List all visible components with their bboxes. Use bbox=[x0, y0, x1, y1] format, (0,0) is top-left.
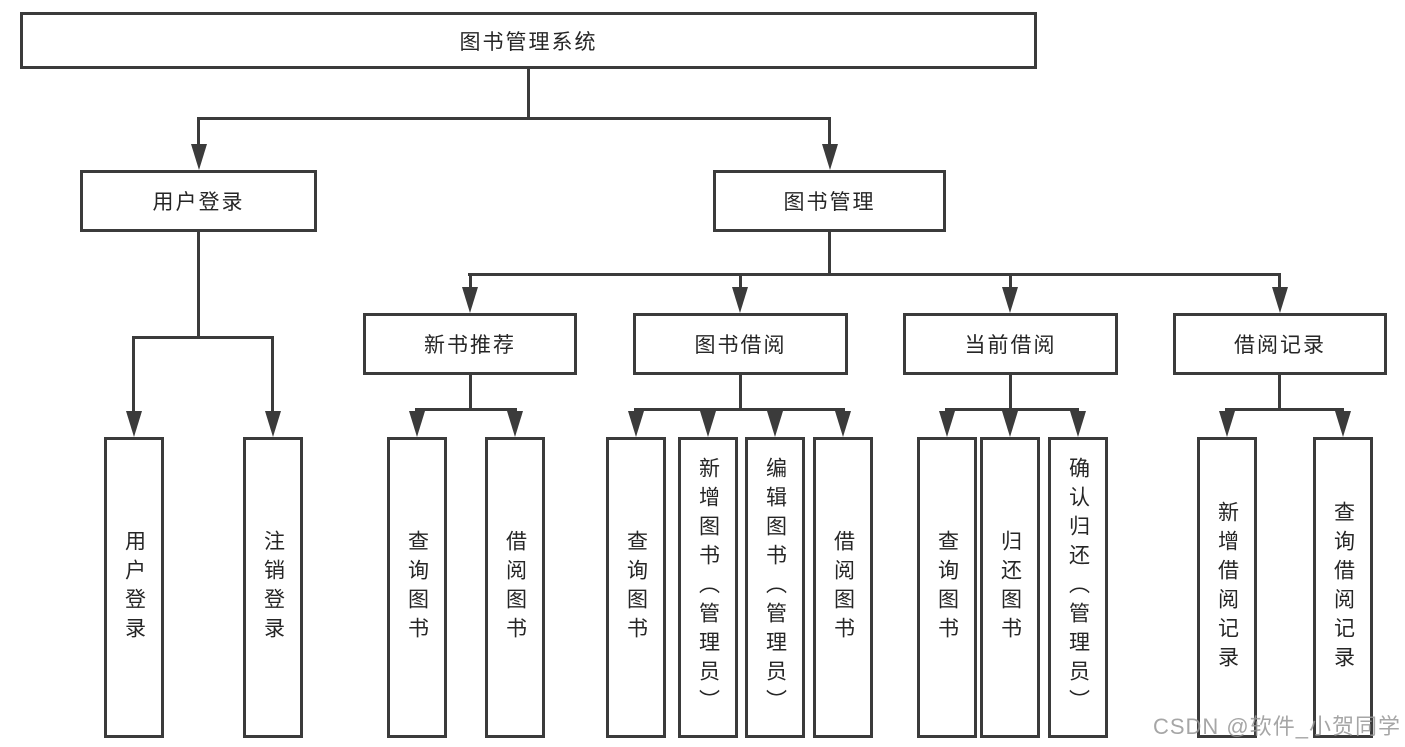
node-current-borrowing: 当前借阅 bbox=[903, 313, 1118, 375]
connector-line bbox=[1009, 375, 1012, 408]
arrow-down-icon bbox=[628, 411, 644, 437]
leaf-confirm-return-admin: 确认归还（管理员） bbox=[1048, 437, 1108, 738]
connector-line bbox=[132, 339, 135, 411]
leaf-label: 查询图书 bbox=[624, 529, 648, 646]
connector-line bbox=[828, 120, 831, 144]
leaf-return-books: 归还图书 bbox=[980, 437, 1040, 738]
leaf-label: 新增借阅记录 bbox=[1215, 500, 1239, 675]
leaf-borrow-books: 借阅图书 bbox=[485, 437, 545, 738]
arrow-down-icon bbox=[126, 411, 142, 437]
arrow-down-icon bbox=[462, 287, 478, 313]
node-label: 当前借阅 bbox=[964, 334, 1057, 357]
connector-line bbox=[1278, 375, 1281, 408]
node-user-login: 用户登录 bbox=[80, 170, 317, 232]
leaf-label: 借阅图书 bbox=[503, 529, 527, 646]
leaf-add-borrow-record: 新增借阅记录 bbox=[1197, 437, 1257, 738]
node-label: 新书推荐 bbox=[424, 334, 516, 357]
arrow-down-icon bbox=[1070, 411, 1086, 437]
leaf-query-books: 查询图书 bbox=[387, 437, 447, 738]
connector-line bbox=[132, 336, 274, 339]
connector-line bbox=[739, 375, 742, 408]
leaf-label: 查询图书 bbox=[935, 529, 959, 646]
leaf-label: 注销登录 bbox=[261, 529, 285, 646]
arrow-down-icon bbox=[767, 411, 783, 437]
arrow-down-icon bbox=[939, 411, 955, 437]
node-book-borrowing: 图书借阅 bbox=[633, 313, 848, 375]
leaf-query-books: 查询图书 bbox=[606, 437, 666, 738]
leaf-borrow-books: 借阅图书 bbox=[813, 437, 873, 738]
node-new-book-recommendation: 新书推荐 bbox=[363, 313, 577, 375]
arrow-down-icon bbox=[1002, 287, 1018, 313]
arrow-down-icon bbox=[265, 411, 281, 437]
connector-line bbox=[527, 69, 530, 119]
connector-line bbox=[828, 232, 831, 273]
leaf-label: 归还图书 bbox=[998, 529, 1022, 646]
node-label: 借阅记录 bbox=[1234, 334, 1326, 357]
leaf-label: 新增图书（管理员） bbox=[696, 457, 720, 718]
leaf-add-book-admin: 新增图书（管理员） bbox=[678, 437, 738, 738]
leaf-label: 用户登录 bbox=[122, 529, 146, 646]
arrow-down-icon bbox=[409, 411, 425, 437]
arrow-down-icon bbox=[1272, 287, 1288, 313]
connector-line bbox=[469, 375, 472, 408]
leaf-label: 查询图书 bbox=[405, 529, 429, 646]
arrow-down-icon bbox=[1335, 411, 1351, 437]
arrow-down-icon bbox=[1002, 411, 1018, 437]
connector-line bbox=[1278, 276, 1281, 287]
arrow-down-icon bbox=[1219, 411, 1235, 437]
arrow-down-icon bbox=[732, 287, 748, 313]
leaf-query-borrow-record: 查询借阅记录 bbox=[1313, 437, 1373, 738]
arrow-down-icon bbox=[700, 411, 716, 437]
connector-line bbox=[468, 273, 1281, 276]
node-label: 图书借阅 bbox=[694, 334, 787, 357]
connector-line bbox=[469, 276, 472, 287]
leaf-edit-book-admin: 编辑图书（管理员） bbox=[745, 437, 805, 738]
connector-line bbox=[197, 120, 200, 144]
node-library-system: 图书管理系统 bbox=[20, 12, 1037, 69]
node-borrowing-records: 借阅记录 bbox=[1173, 313, 1387, 375]
connector-line bbox=[415, 408, 517, 411]
leaf-query-books: 查询图书 bbox=[917, 437, 977, 738]
leaf-label: 确认归还（管理员） bbox=[1066, 457, 1090, 718]
watermark: CSDN @软件_小贺同学 bbox=[1152, 714, 1401, 739]
leaf-label: 编辑图书（管理员） bbox=[763, 457, 787, 718]
connector-line bbox=[197, 232, 200, 336]
node-label: 图书管理 bbox=[783, 191, 876, 214]
connector-line bbox=[945, 408, 1079, 411]
connector-line bbox=[739, 276, 742, 287]
arrow-down-icon bbox=[835, 411, 851, 437]
leaf-user-login: 用户登录 bbox=[104, 437, 164, 738]
leaf-label: 借阅图书 bbox=[831, 529, 855, 646]
connector-line bbox=[1009, 276, 1012, 287]
arrow-down-icon bbox=[507, 411, 523, 437]
arrow-down-icon bbox=[191, 144, 207, 170]
arrow-down-icon bbox=[822, 144, 838, 170]
connector-line bbox=[197, 117, 831, 120]
connector-line bbox=[1225, 408, 1344, 411]
connector-line bbox=[271, 339, 274, 411]
node-book-management: 图书管理 bbox=[713, 170, 946, 232]
leaf-label: 查询借阅记录 bbox=[1331, 500, 1355, 675]
node-label: 图书管理系统 bbox=[459, 30, 598, 54]
connector-line bbox=[634, 408, 845, 411]
node-label: 用户登录 bbox=[152, 191, 245, 214]
leaf-logout: 注销登录 bbox=[243, 437, 303, 738]
